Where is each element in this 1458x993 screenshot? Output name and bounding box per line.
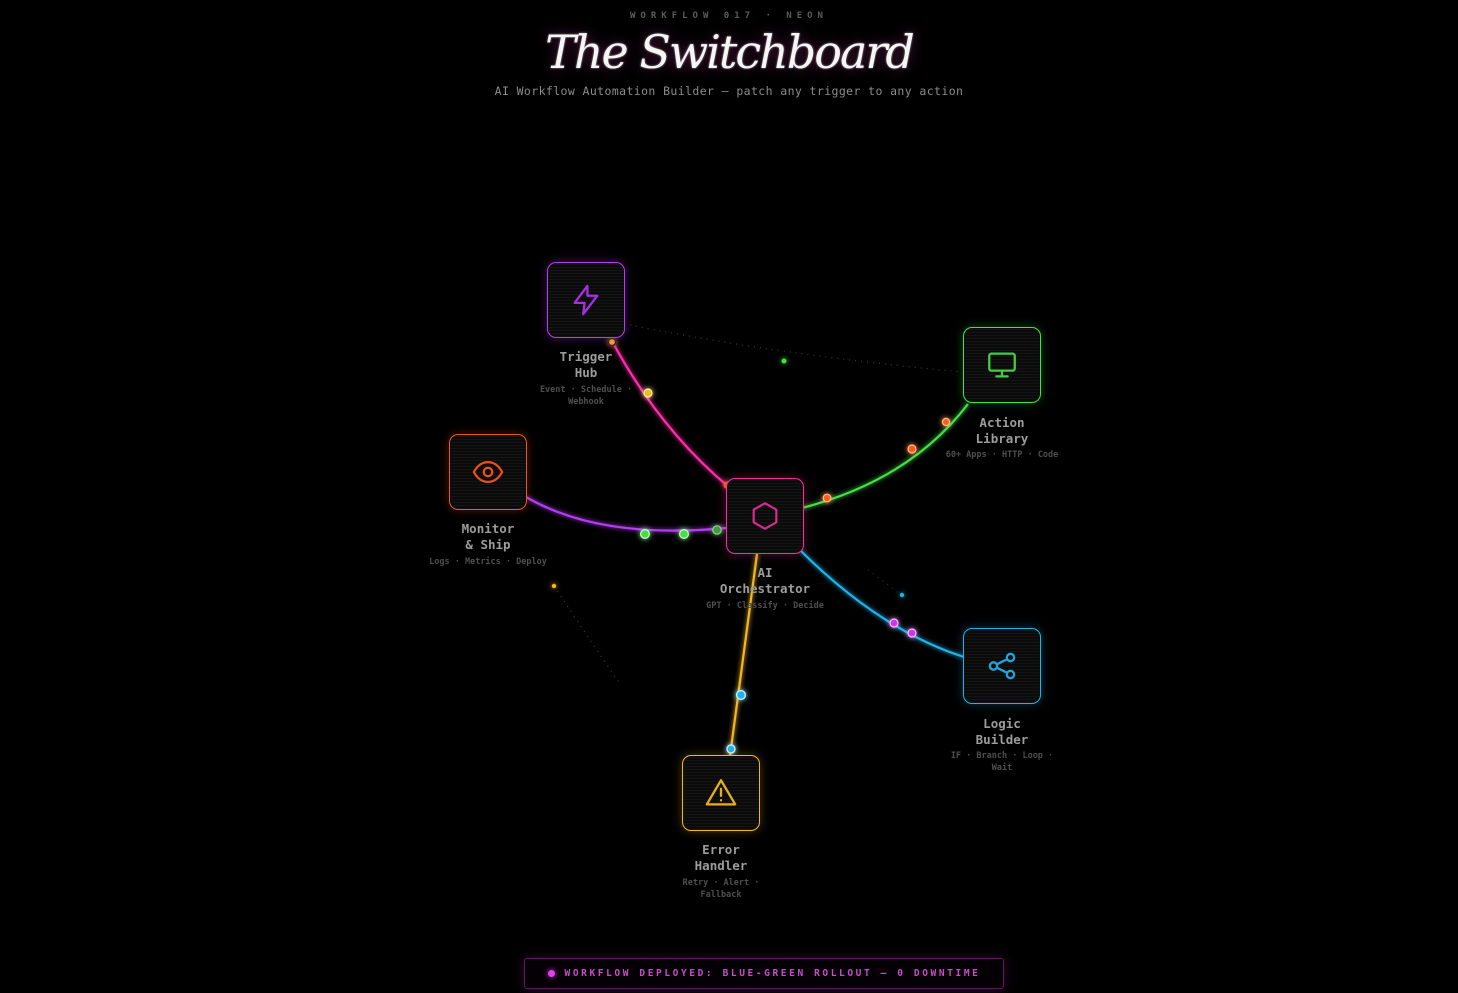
cable-orchestrator-error <box>728 553 759 757</box>
pulse <box>941 417 951 427</box>
cable-trigger-orchestrator <box>611 340 731 489</box>
pulse <box>712 525 722 535</box>
ghost-dot-green <box>781 358 787 364</box>
node-sub-action: 60+ Apps · HTTP · Code <box>945 450 1059 460</box>
ghost-dot-blue <box>899 592 905 598</box>
node-action-library[interactable] <box>963 327 1041 403</box>
node-title-monitor: Monitor & Ship <box>461 521 515 552</box>
page-title: The Switchboard <box>545 25 915 79</box>
ghost-wire-orchestrator-logic <box>867 569 903 597</box>
node-ai-orchestrator[interactable] <box>726 478 804 554</box>
node-error-handler[interactable] <box>682 755 760 831</box>
node-sub-orchestrator: GPT · Classify · Decide <box>706 601 824 611</box>
status-dot-icon <box>547 970 555 977</box>
ghost-wire-monitor-error <box>553 585 621 685</box>
pulse <box>822 493 832 503</box>
pulse <box>726 744 736 754</box>
pulse <box>907 628 917 638</box>
node-title-trigger: Trigger Hub <box>559 349 613 380</box>
workflow-eyebrow: WORKFLOW 017 · NEON <box>630 11 828 21</box>
node-title-orchestrator: AI Orchestrator <box>719 565 811 596</box>
node-title-action: Action Library <box>975 415 1029 446</box>
node-sub-error: Retry · Alert · Fallback <box>682 878 760 900</box>
eye-icon <box>472 460 504 484</box>
node-logic-builder[interactable] <box>963 628 1041 704</box>
share-icon <box>988 652 1016 680</box>
node-title-logic: Logic Builder <box>975 716 1029 747</box>
cable-orchestrator-logic <box>799 549 965 659</box>
deploy-status-bar: WORKFLOW DEPLOYED: BLUE-GREEN ROLLOUT — … <box>524 958 1004 989</box>
warning-icon <box>705 779 737 806</box>
node-title-error: Error Handler <box>694 842 748 873</box>
status-text: WORKFLOW DEPLOYED: BLUE-GREEN ROLLOUT — … <box>564 968 981 979</box>
ghost-wire-trigger-action <box>629 324 963 373</box>
cable-monitor-orchestrator <box>525 496 727 532</box>
pulse <box>607 337 617 347</box>
hexagon-icon <box>752 502 778 530</box>
page-subtitle: AI Workflow Automation Builder — patch a… <box>494 84 964 98</box>
node-trigger-hub[interactable] <box>547 262 625 338</box>
pulse <box>678 528 689 539</box>
node-monitor-ship[interactable] <box>449 434 527 510</box>
ghost-dot-yellow <box>551 583 557 589</box>
pulse <box>907 444 917 454</box>
lightning-icon <box>573 284 599 316</box>
node-sub-trigger: Event · Schedule · Webhook <box>539 385 633 407</box>
pulse <box>639 528 650 539</box>
node-sub-logic: IF · Branch · Loop · Wait <box>950 751 1054 773</box>
pulse <box>889 618 899 628</box>
pulse <box>735 689 747 701</box>
node-sub-monitor: Logs · Metrics · Deploy <box>429 557 547 567</box>
pulse <box>643 388 653 398</box>
monitor-icon <box>988 352 1016 378</box>
